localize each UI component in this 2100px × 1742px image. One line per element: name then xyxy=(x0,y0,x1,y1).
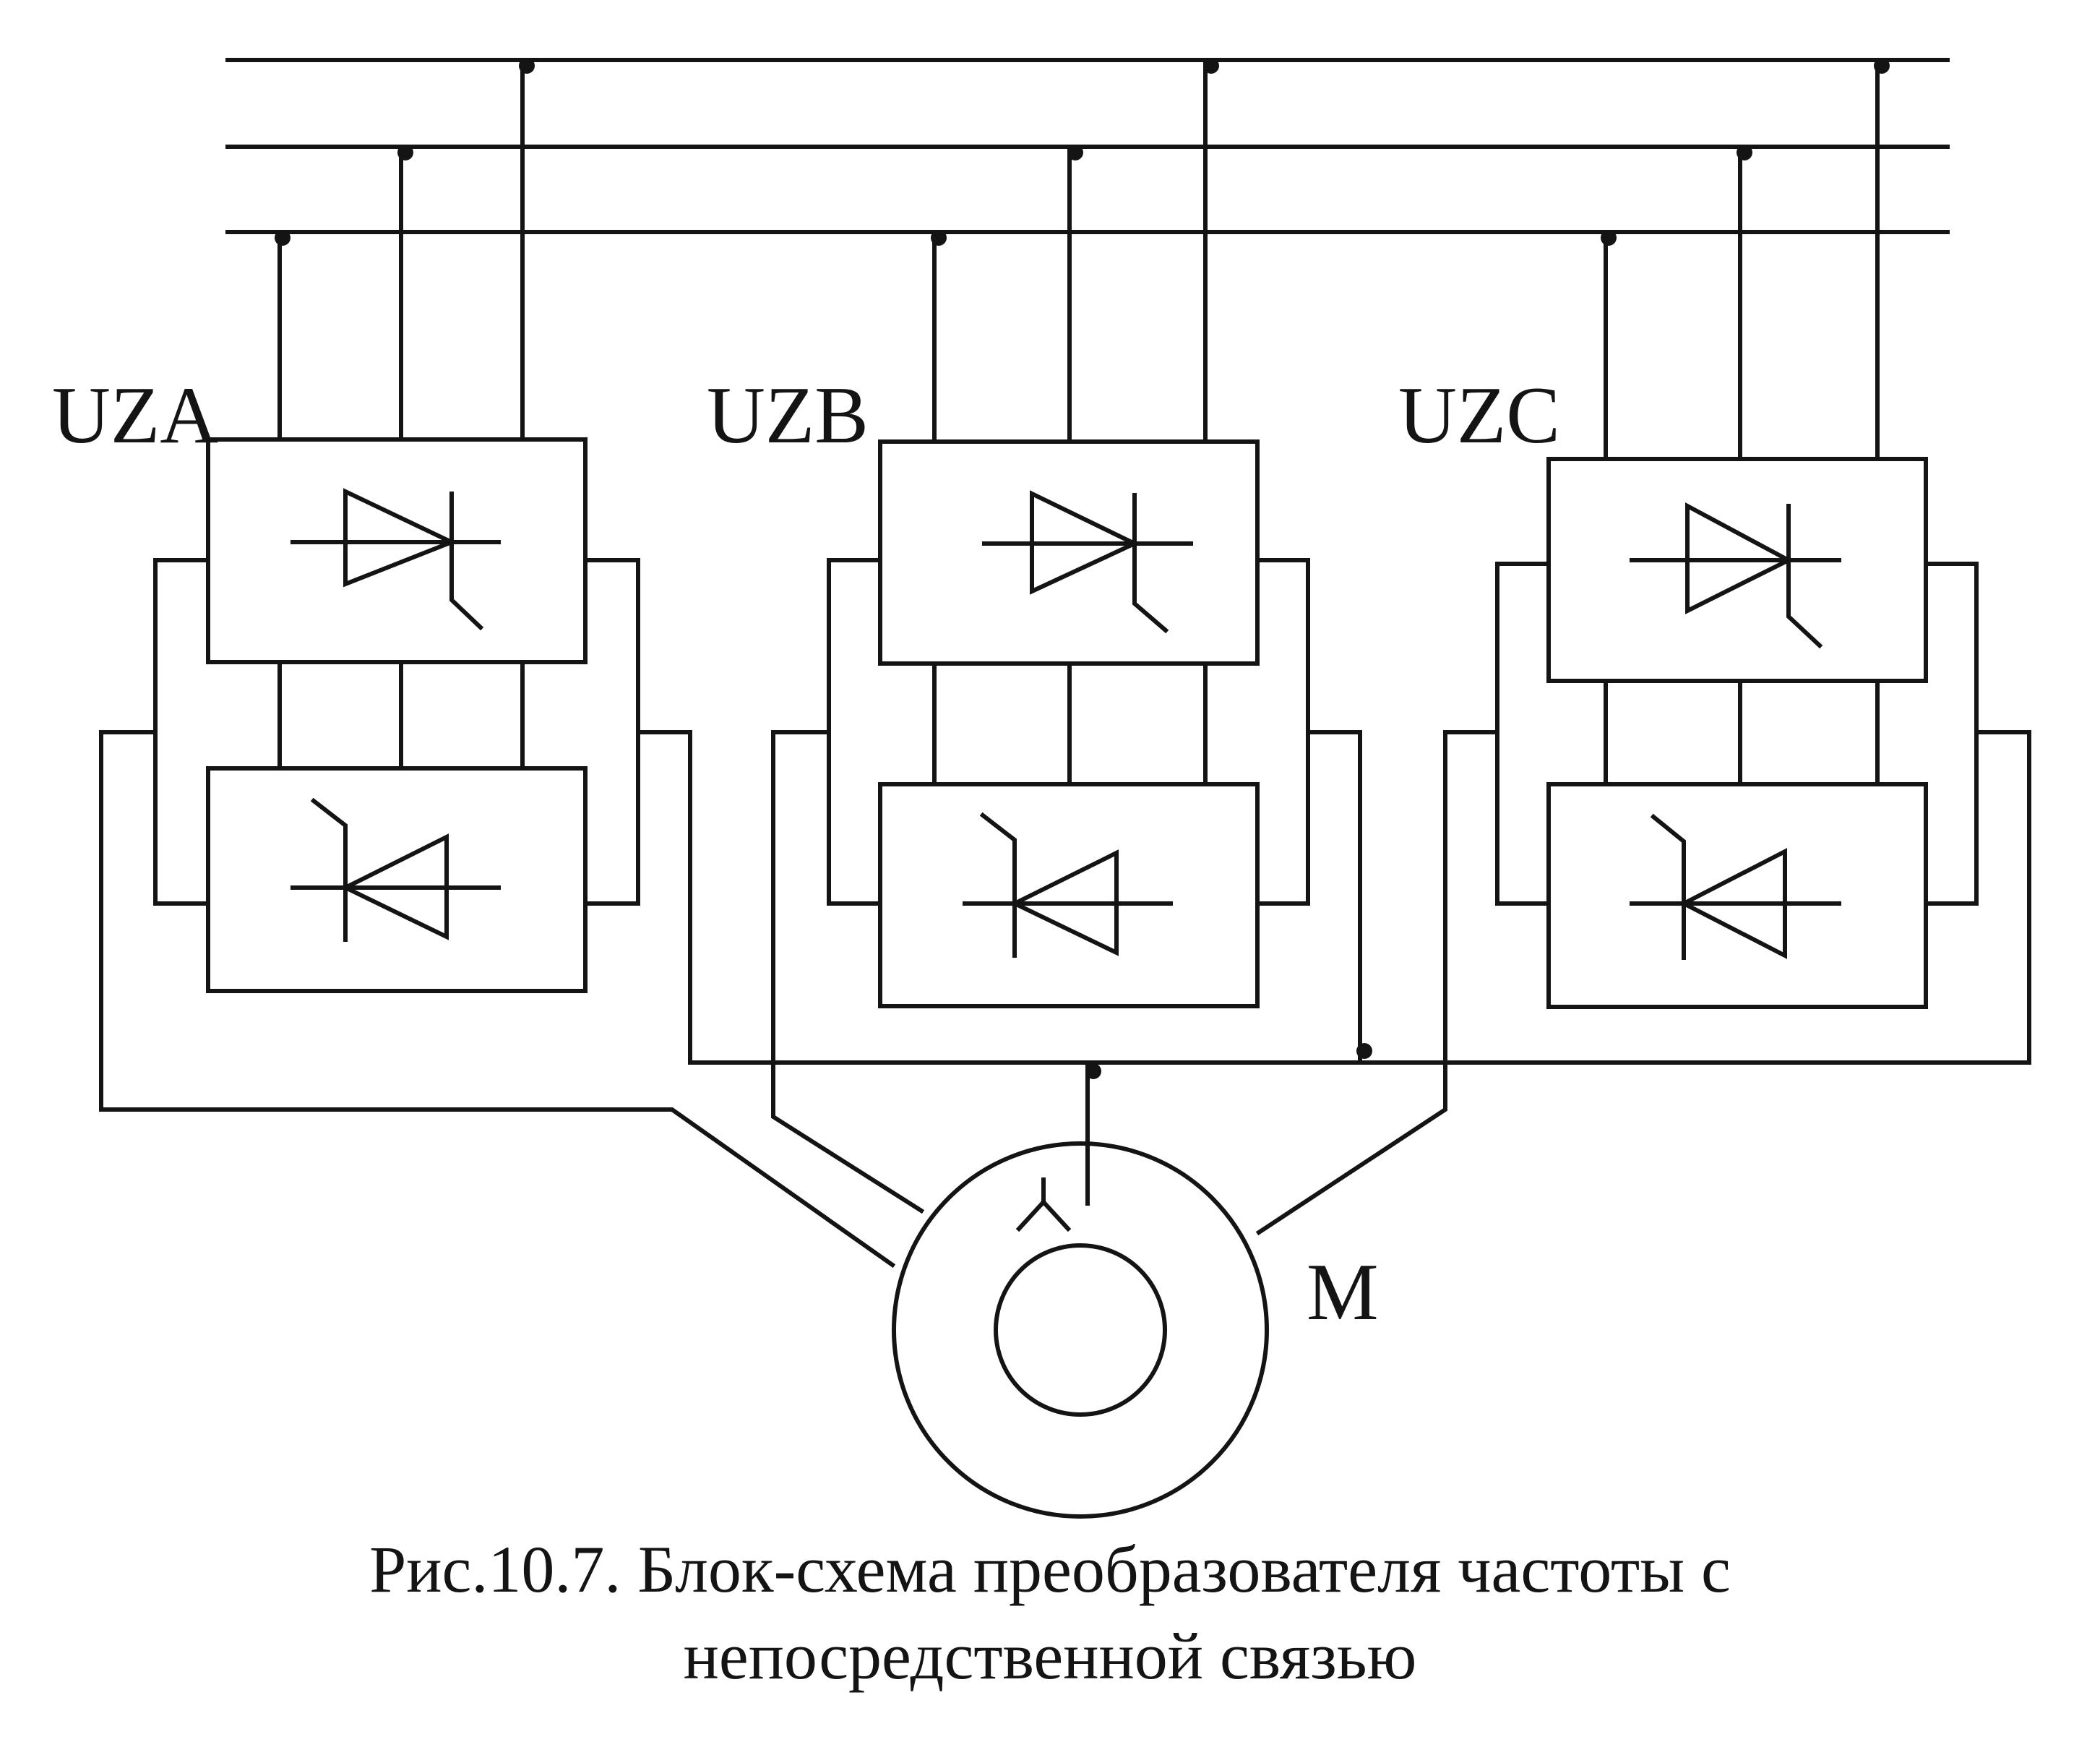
converter-uza xyxy=(153,437,640,993)
motor-rotor-circle xyxy=(994,1243,1167,1417)
label-uza: UZA xyxy=(52,371,218,460)
motor xyxy=(892,1141,1269,1519)
thyristor-forward-icon xyxy=(1630,502,1841,649)
forward-group-block xyxy=(1546,457,1928,683)
label-uzb: UZB xyxy=(707,371,869,460)
thyristor-reverse-icon xyxy=(291,797,501,942)
junction-dot xyxy=(1067,145,1083,160)
junction-dot xyxy=(1085,1063,1101,1079)
supply-bus xyxy=(225,58,1950,234)
junction-dot xyxy=(1874,58,1890,74)
junction-dot xyxy=(1203,58,1219,74)
reverse-group-block xyxy=(1546,782,1928,1009)
forward-group-block xyxy=(878,439,1260,666)
caption-line-1: Рис.10.7. Блок-схема преобразователя час… xyxy=(369,1532,1731,1606)
reverse-group-block xyxy=(206,766,588,993)
thyristor-forward-icon xyxy=(982,490,1193,634)
converter-uzc xyxy=(1495,457,1979,1009)
label-uzc: UZC xyxy=(1398,371,1560,460)
bus-taps xyxy=(275,58,1890,461)
thyristor-reverse-icon xyxy=(1630,813,1841,960)
junction-dot xyxy=(931,230,947,246)
caption-line-2: непосредственной связью xyxy=(684,1619,1417,1693)
reverse-group-block xyxy=(878,782,1260,1008)
junction-dot xyxy=(1356,1043,1372,1059)
output-wiring xyxy=(99,730,2031,1269)
junction-dot xyxy=(275,230,291,246)
junction-dot xyxy=(519,58,535,74)
thyristor-forward-icon xyxy=(291,488,501,631)
converter-uzb xyxy=(827,439,1310,1008)
junction-dot xyxy=(397,145,413,160)
motor-stator-circle xyxy=(892,1141,1269,1519)
label-motor: M xyxy=(1307,1248,1379,1337)
forward-group-block xyxy=(206,437,588,664)
star-connection-icon xyxy=(1015,1177,1072,1232)
junction-dot xyxy=(1737,145,1752,160)
thyristor-reverse-icon xyxy=(963,812,1173,958)
junction-dot xyxy=(1601,230,1617,246)
